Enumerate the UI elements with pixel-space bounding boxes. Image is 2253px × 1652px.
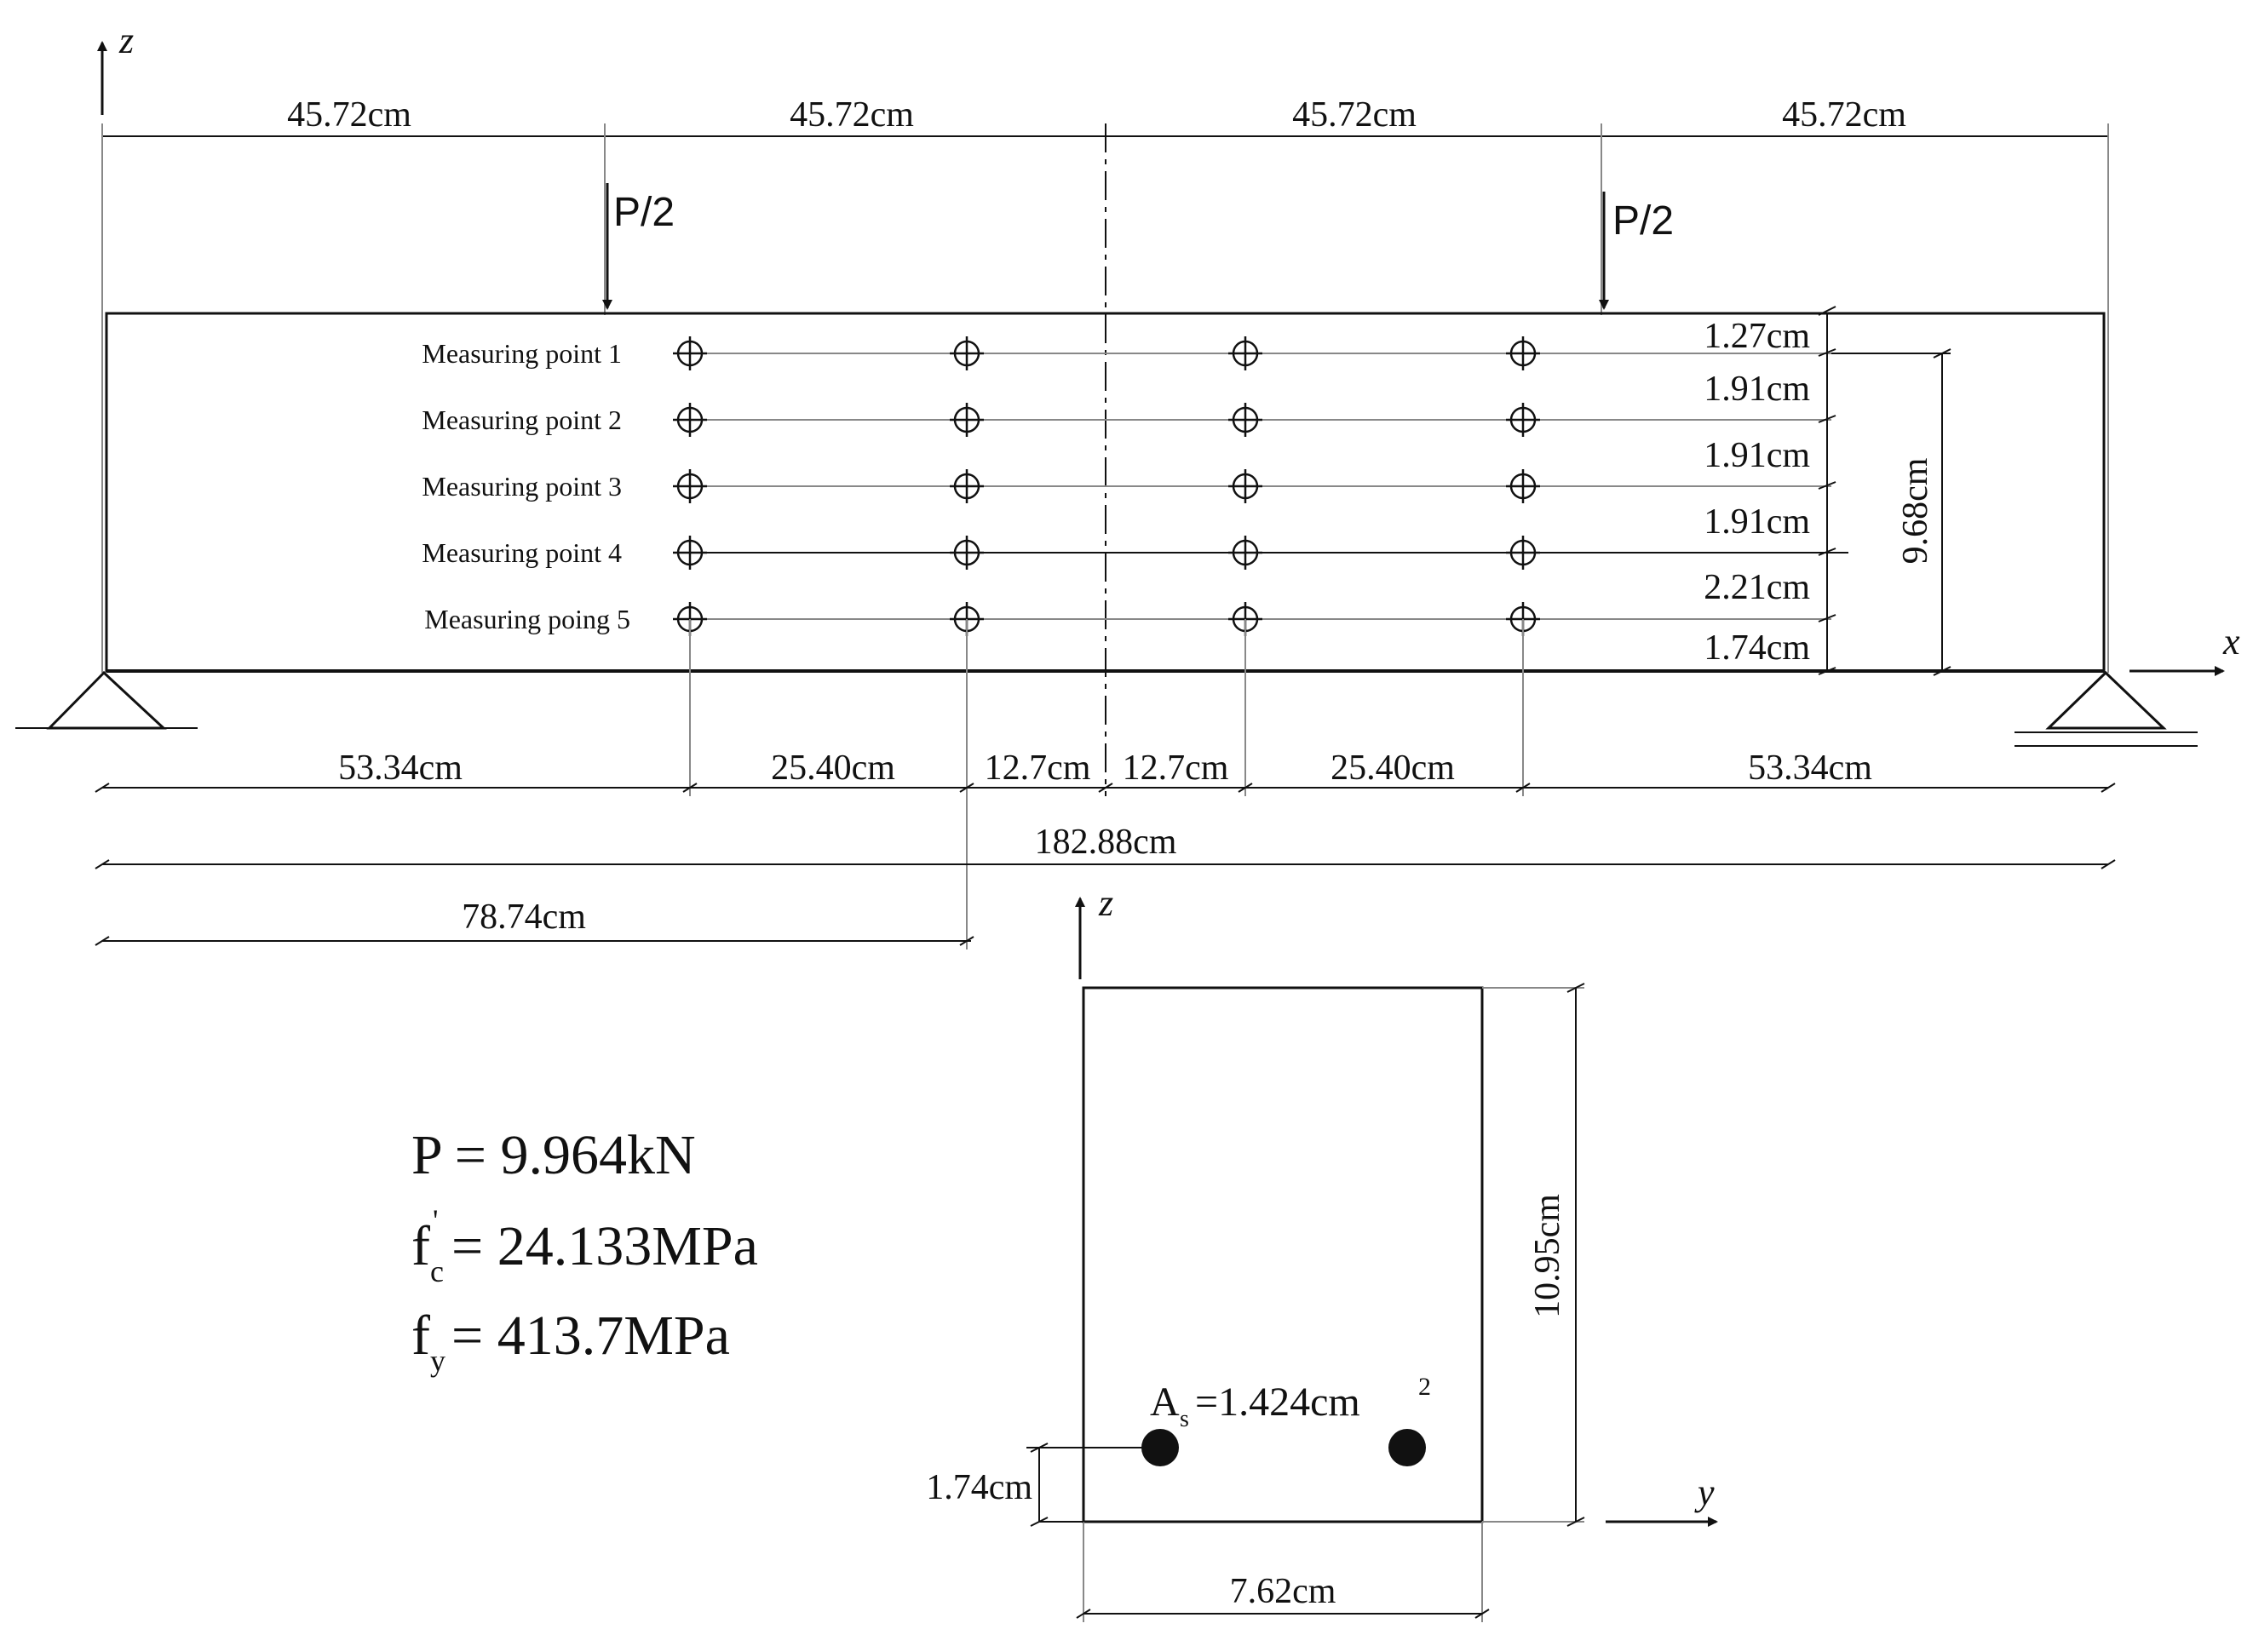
crosshair-marker-icon xyxy=(673,469,707,503)
as-symbol: A xyxy=(1150,1380,1180,1425)
right-dim-2: 1.91cm xyxy=(1704,370,1810,409)
top-dim-4: 45.72cm xyxy=(1782,95,1906,135)
bottom-dim-1: 53.34cm xyxy=(338,749,463,788)
measuring-point-4-label: Measuring point 4 xyxy=(422,537,622,568)
marker-drop-lines xyxy=(689,619,1524,949)
top-dim-2: 45.72cm xyxy=(790,95,914,135)
bottom-dim-4: 12.7cm xyxy=(1123,749,1229,788)
load-right-label: P/2 xyxy=(1612,198,1674,244)
load-left: P/2 xyxy=(602,183,675,310)
crosshair-marker-icon xyxy=(1228,536,1262,570)
top-dim-3: 45.72cm xyxy=(1292,95,1417,135)
beam-z-axis: z xyxy=(97,20,134,115)
load-right: P/2 xyxy=(1599,192,1674,310)
crosshair-marker-icon xyxy=(1506,536,1540,570)
bottom-dim-2: 25.40cm xyxy=(771,749,895,788)
crosshair-marker-icon xyxy=(1506,469,1540,503)
measuring-points: Measuring point 1 Measuring point 2 Meas… xyxy=(422,338,1946,634)
bottom-dimension-chain: 53.34cm 25.40cm 12.7cm 12.7cm 25.40cm 53… xyxy=(95,749,2116,793)
crosshair-marker-icon xyxy=(673,336,707,370)
section-z-label: z xyxy=(1098,882,1113,924)
fc-symbol: f xyxy=(411,1215,430,1277)
top-dimension-chain: 45.72cm 45.72cm 45.72cm 45.72cm xyxy=(101,95,2109,673)
measuring-point-5-label: Measuring poing 5 xyxy=(424,604,630,634)
load-left-label: P/2 xyxy=(613,190,675,235)
material-properties: P = 9.964kN f c ' = 24.133MPa f y = 413.… xyxy=(411,1124,758,1378)
right-dim-4: 1.91cm xyxy=(1704,502,1810,542)
crosshair-marker-icon xyxy=(673,403,707,437)
section-width-label: 7.62cm xyxy=(1230,1572,1336,1611)
fy-symbol: f xyxy=(411,1305,430,1367)
fy-subscript: y xyxy=(430,1344,445,1378)
right-dim-1: 1.27cm xyxy=(1704,317,1810,356)
rebar-right xyxy=(1388,1429,1426,1466)
fy-value: = 413.7MPa xyxy=(451,1305,730,1367)
section-outline xyxy=(1082,986,1484,1523)
measuring-point-1-label: Measuring point 1 xyxy=(422,338,622,369)
fc-subscript: c xyxy=(430,1254,444,1288)
height-dimension: 9.68cm xyxy=(1831,348,1951,676)
section-y-label: y xyxy=(1694,1471,1715,1513)
beam-x-axis: x xyxy=(2129,621,2240,676)
right-dim-6: 1.74cm xyxy=(1704,628,1810,668)
fc-prime: ' xyxy=(433,1203,439,1237)
bottom-dim-5: 25.40cm xyxy=(1331,749,1455,788)
section-height-label: 10.95cm xyxy=(1528,1194,1567,1318)
right-dimension-chain: 1.27cm 1.91cm 1.91cm 1.91cm 2.21cm 1.74c… xyxy=(1704,306,1951,675)
crosshair-marker-icon xyxy=(950,536,984,570)
right-dim-3: 1.91cm xyxy=(1704,436,1810,475)
load-value: P = 9.964kN xyxy=(411,1124,696,1186)
cross-section: z 10.95cm 7.62cm y 1.74cm A s xyxy=(926,882,1718,1622)
left-support-pin xyxy=(15,670,198,730)
crosshair-marker-icon xyxy=(950,469,984,503)
crosshair-marker-icon xyxy=(1506,403,1540,437)
right-dim-5: 2.21cm xyxy=(1704,568,1810,607)
bottom-dim-3: 12.7cm xyxy=(985,749,1091,788)
right-support-roller xyxy=(2014,670,2198,747)
crosshair-marker-icon xyxy=(673,536,707,570)
crosshair-marker-icon xyxy=(1228,403,1262,437)
beam-x-label: x xyxy=(2222,621,2240,663)
crosshair-marker-icon xyxy=(950,403,984,437)
total-length-dimension: 182.88cm xyxy=(95,823,2116,869)
as-subscript: s xyxy=(1180,1406,1189,1432)
measuring-point-2-label: Measuring point 2 xyxy=(422,404,622,435)
as-superscript: 2 xyxy=(1418,1373,1431,1401)
beam-z-label: z xyxy=(118,20,134,61)
partial-length-label: 78.74cm xyxy=(462,898,586,937)
crosshair-marker-icon xyxy=(1506,336,1540,370)
bottom-dim-6: 53.34cm xyxy=(1748,749,1872,788)
crosshair-marker-icon xyxy=(1228,336,1262,370)
height-dim-label: 9.68cm xyxy=(1896,457,1935,564)
total-length-label: 182.88cm xyxy=(1035,823,1177,862)
cover-dim-label: 1.74cm xyxy=(926,1468,1032,1507)
crosshair-marker-icon xyxy=(1228,469,1262,503)
partial-length-dimension: 78.74cm xyxy=(95,898,974,946)
crosshair-marker-icon xyxy=(950,336,984,370)
measuring-point-3-label: Measuring point 3 xyxy=(422,471,622,502)
fc-value: = 24.133MPa xyxy=(451,1215,758,1277)
as-value: =1.424cm xyxy=(1195,1380,1360,1425)
top-dim-1: 45.72cm xyxy=(287,95,411,135)
